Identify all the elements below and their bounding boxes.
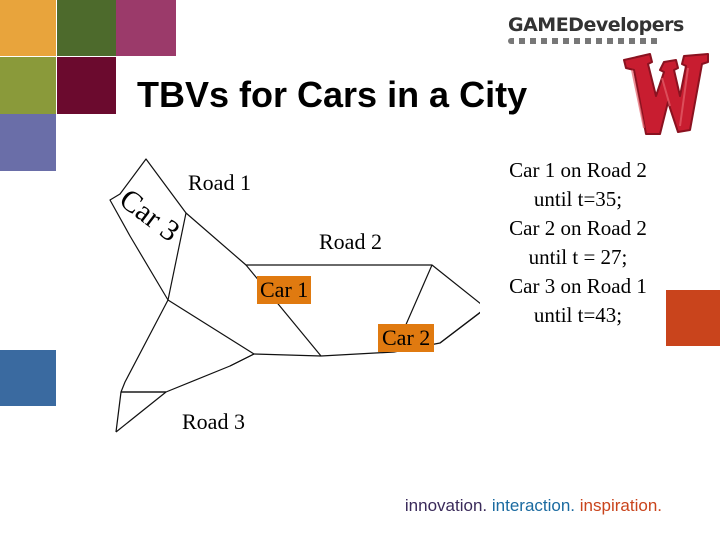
road-divider xyxy=(168,300,254,354)
tagline-innovation: innovation. xyxy=(405,496,487,515)
decorative-tile xyxy=(0,114,56,171)
road-2-label: Road 2 xyxy=(319,231,382,253)
road-3-label: Road 3 xyxy=(182,411,245,433)
schedule-line: Car 3 on Road 1 xyxy=(482,272,674,301)
decorative-tile xyxy=(666,290,720,346)
tagline-inspiration: inspiration. xyxy=(580,496,662,515)
game-developers-logo: GAMEDevelopers xyxy=(508,14,663,46)
decorative-tile xyxy=(57,57,116,114)
schedule-line: Car 1 on Road 2 xyxy=(482,156,674,185)
decorative-tile xyxy=(0,0,56,56)
road-divider xyxy=(440,308,480,343)
schedule-line: Car 2 on Road 2 xyxy=(482,214,674,243)
road-divider xyxy=(116,392,121,432)
decorative-tile xyxy=(57,0,116,56)
road-divider xyxy=(116,392,166,432)
car-2-label: Car 2 xyxy=(378,324,434,352)
schedule-line: until t=35; xyxy=(482,185,674,214)
tagline: innovation. interaction. inspiration. xyxy=(405,496,662,516)
tagline-interaction: interaction. xyxy=(492,496,575,515)
schedule-line: until t = 27; xyxy=(482,243,674,272)
page-title: TBVs for Cars in a City xyxy=(137,74,527,116)
decorative-tile xyxy=(0,350,56,406)
road-1-label: Road 1 xyxy=(188,172,251,194)
logo-text: GAMEDevelopers xyxy=(508,14,684,36)
decorative-tile xyxy=(0,57,56,114)
w-logo-icon xyxy=(618,48,714,140)
decorative-tile xyxy=(116,0,176,56)
car-1-label: Car 1 xyxy=(257,276,311,304)
tbv-schedule: Car 1 on Road 2 until t=35; Car 2 on Roa… xyxy=(482,156,674,330)
road-divider xyxy=(230,354,254,366)
schedule-line: until t=43; xyxy=(482,301,674,330)
logo-dot-strip xyxy=(508,38,660,44)
